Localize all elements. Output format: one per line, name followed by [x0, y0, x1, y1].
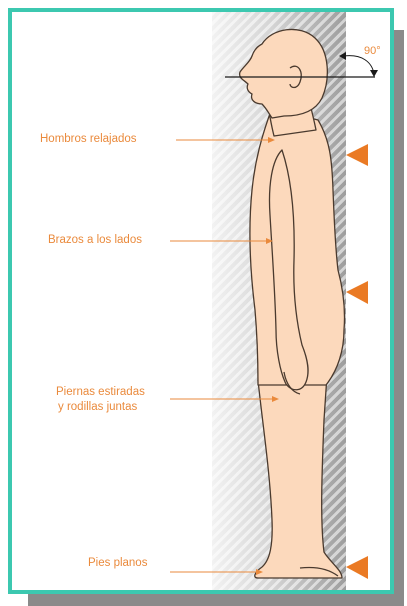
label-legs-line2: y rodillas juntas: [58, 400, 137, 415]
label-feet: Pies planos: [88, 556, 147, 571]
label-legs-line1: Piernas estiradas: [56, 385, 145, 400]
contact-marker-icon: [346, 281, 368, 304]
label-shoulders: Hombros relajados: [40, 132, 137, 147]
contact-marker-icon: [346, 556, 368, 579]
contact-marker-icon: [346, 144, 368, 166]
angle-arc-icon: [344, 56, 374, 74]
label-arms: Brazos a los lados: [48, 233, 142, 248]
human-figure-icon: [240, 29, 345, 578]
angle-label: 90°: [364, 45, 381, 57]
